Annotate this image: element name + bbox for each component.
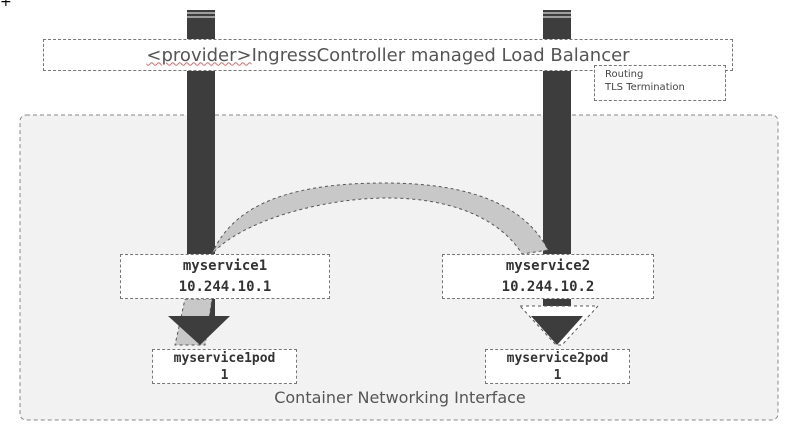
service-box-2: myservice2 10.244.10.2 [442, 254, 654, 299]
note-tls: TLS Termination [605, 82, 685, 93]
arrowhead-2 [531, 316, 583, 345]
load-balancer-title: IngressController managed Load Balancer [251, 44, 630, 66]
service-name: myservice2 [505, 257, 591, 274]
service-ip: 10.244.10.2 [501, 278, 595, 295]
service-box-1: myservice1 10.244.10.1 [120, 254, 330, 299]
arrowhead-1 [168, 316, 230, 345]
pod-count: 1 [553, 367, 562, 383]
service-name: myservice1 [182, 257, 268, 274]
pod-name: myservice1pod [173, 350, 276, 366]
pod-count: 1 [220, 367, 229, 383]
service-ip: 10.244.10.1 [178, 278, 272, 295]
cni-label: Container Networking Interface [274, 388, 526, 407]
load-balancer-notes: Routing TLS Termination [594, 65, 726, 101]
plus-marker: + [0, 0, 12, 10]
cross-route-curve [211, 182, 549, 255]
load-balancer-prefix: <provider> [146, 44, 252, 66]
pod-box-2: myservice2pod 1 [485, 349, 630, 384]
pod-box-1: myservice1pod 1 [152, 349, 297, 384]
note-routing: Routing [605, 69, 644, 80]
pod-name: myservice2pod [506, 350, 609, 366]
